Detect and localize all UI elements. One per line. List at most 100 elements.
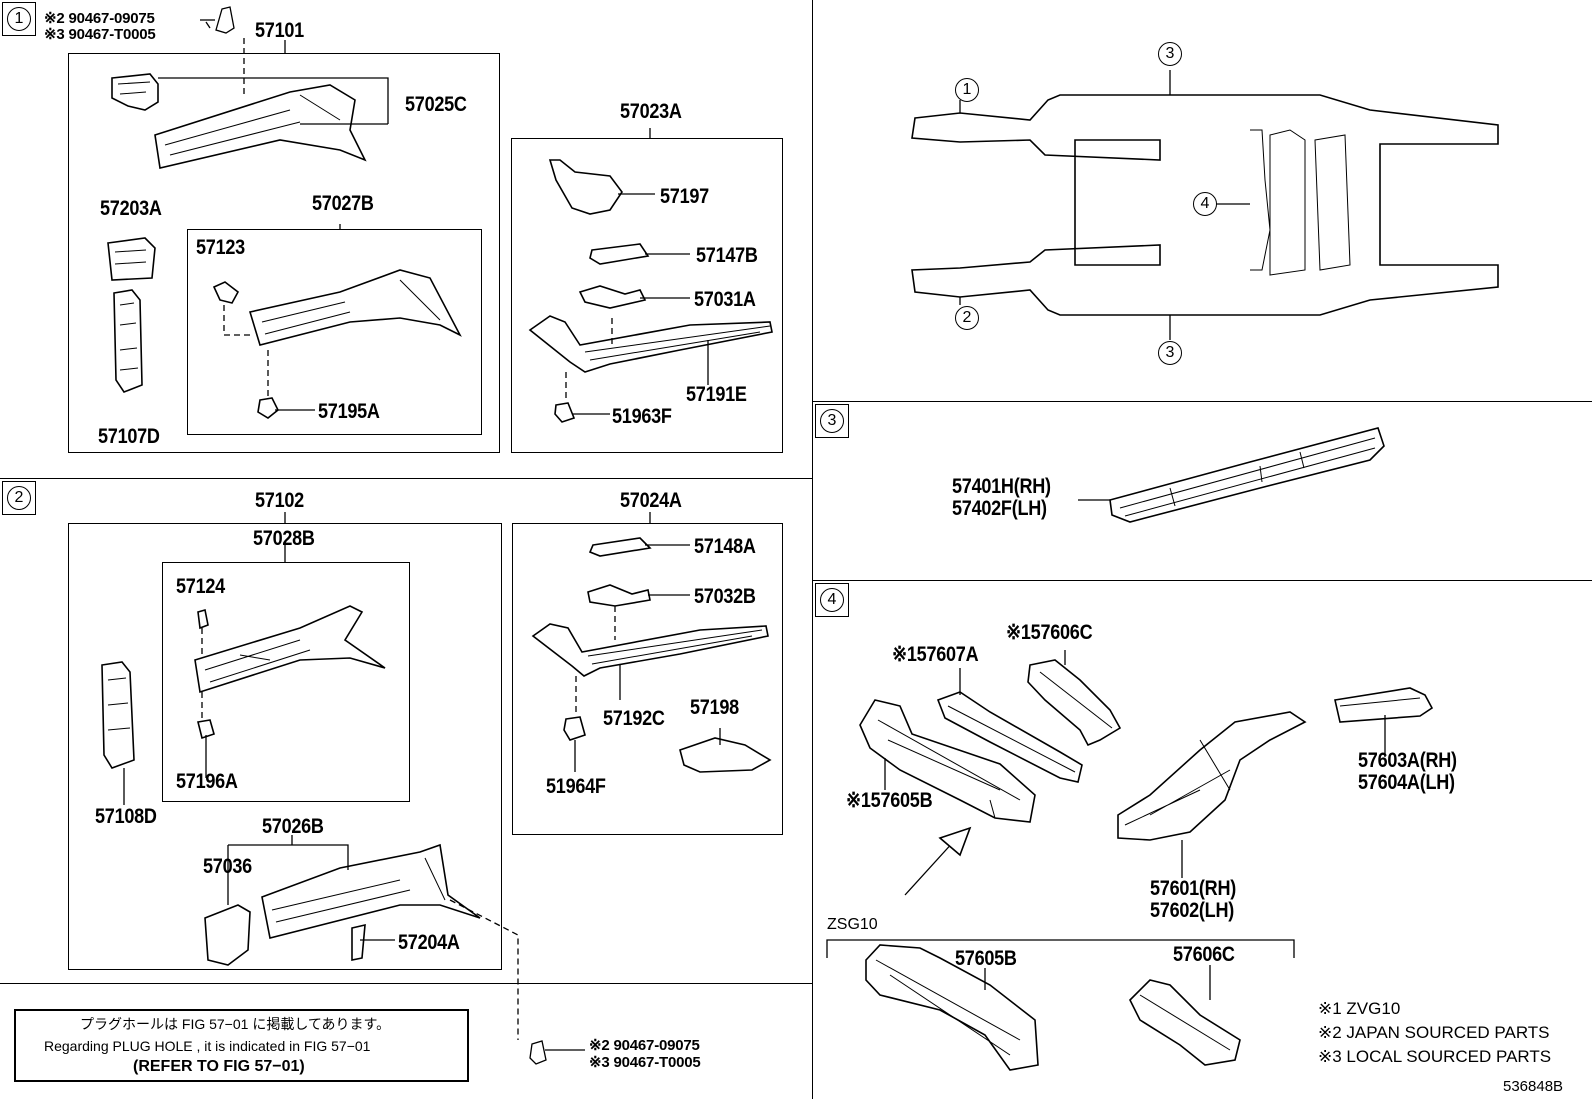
part-label-57024A[interactable]: 57024A — [620, 489, 682, 512]
part-57123 — [212, 281, 240, 304]
overview-callout-2: 2 — [955, 306, 979, 330]
dash-connector — [449, 899, 519, 1040]
part-label-51964F[interactable]: 51964F — [546, 775, 606, 798]
direction-arrow-shaft — [904, 839, 956, 896]
part-57607A — [936, 691, 1083, 783]
part-label-57195A[interactable]: 57195A — [318, 400, 380, 423]
footnote-zvg10: ※1 ZVG10 — [1318, 999, 1401, 1018]
part-label-57023A[interactable]: 57023A — [620, 100, 682, 123]
part-57195A — [257, 397, 280, 419]
part-57124 — [197, 608, 209, 630]
section-marker-3: 3 — [815, 404, 849, 438]
part-57032B — [587, 584, 651, 607]
part-57601-member — [1117, 711, 1307, 841]
leader-57025C — [158, 77, 389, 125]
figure-id: 536848B — [1503, 1078, 1564, 1095]
part-label-57027B[interactable]: 57027B — [312, 192, 374, 215]
assembly-frame-57101 — [68, 53, 500, 453]
part-57191E — [528, 315, 773, 373]
part-label-51963F[interactable]: 51963F — [612, 405, 672, 428]
dash-connector — [223, 305, 250, 336]
part-label-57204A[interactable]: 57204A — [398, 931, 460, 954]
part-label-57147B[interactable]: 57147B — [696, 244, 758, 267]
part-label-57606C-top[interactable]: ※157606C — [1006, 621, 1093, 644]
section-number: 2 — [7, 486, 31, 510]
fastener-label-bottom-local: ※3 90467-T0005 — [589, 1054, 701, 1071]
part-label-57108D[interactable]: 57108D — [95, 805, 157, 828]
part-label-57032B[interactable]: 57032B — [694, 585, 756, 608]
part-label-57028B[interactable]: 57028B — [253, 527, 315, 550]
part-51963F — [554, 402, 576, 423]
part-57197 — [548, 159, 623, 215]
divider-left-2 — [0, 983, 812, 984]
part-label-57197[interactable]: 57197 — [660, 185, 709, 208]
part-label-57604A[interactable]: 57604A(LH) — [1358, 771, 1455, 794]
divider-right-1 — [812, 401, 1592, 402]
part-57025C-upper-bracket — [111, 73, 159, 111]
divider-vertical — [812, 0, 813, 1099]
part-57204A — [351, 923, 366, 961]
divider-left-1 — [0, 478, 812, 479]
part-57026B-member — [261, 843, 481, 939]
part-57107D — [113, 289, 143, 393]
part-57605B-top — [859, 699, 1036, 823]
part-57027B-member — [248, 269, 462, 346]
section-marker-2: 2 — [2, 481, 36, 515]
assembly-frame-57023A — [511, 138, 783, 453]
part-57401H-rocker — [1109, 427, 1385, 523]
fastener-label-top-local: ※3 90467-T0005 — [44, 26, 156, 43]
part-label-57036[interactable]: 57036 — [203, 855, 252, 878]
assembly-frame-57102 — [68, 523, 502, 970]
part-57203A — [107, 237, 156, 281]
part-label-57191E[interactable]: 57191E — [686, 383, 747, 406]
part-label-57026B[interactable]: 57026B — [262, 815, 324, 838]
part-label-57102[interactable]: 57102 — [255, 489, 304, 512]
part-57148A — [588, 537, 652, 557]
divider-right-2 — [812, 580, 1592, 581]
section-marker-1: 1 — [2, 2, 36, 36]
overview-callout-3-bottom: 3 — [1158, 341, 1182, 365]
part-label-57148A[interactable]: 57148A — [694, 535, 756, 558]
part-label-57605B[interactable]: 57605B — [955, 947, 1017, 970]
assembly-frame-57028B — [162, 562, 410, 802]
part-label-57025C[interactable]: 57025C — [405, 93, 467, 116]
plug-hole-note-box — [14, 1009, 469, 1082]
part-57196A — [197, 719, 215, 740]
section-number: 1 — [7, 7, 31, 31]
section-marker-4: 4 — [815, 583, 849, 617]
part-label-57402F[interactable]: 57402F(LH) — [952, 497, 1047, 520]
part-57605B-bottom — [865, 944, 1039, 1071]
part-label-57605B-top[interactable]: ※157605B — [846, 789, 933, 812]
part-label-57196A[interactable]: 57196A — [176, 770, 238, 793]
part-label-57107D[interactable]: 57107D — [98, 425, 160, 448]
part-label-57192C[interactable]: 57192C — [603, 707, 665, 730]
part-label-57198[interactable]: 57198 — [690, 696, 739, 719]
part-label-57123[interactable]: 57123 — [196, 236, 245, 259]
part-label-57607A[interactable]: ※157607A — [892, 643, 979, 666]
part-label-57602[interactable]: 57602(LH) — [1150, 899, 1235, 922]
part-label-57601[interactable]: 57601(RH) — [1150, 877, 1237, 900]
part-57036 — [204, 904, 251, 966]
part-57108D — [101, 661, 135, 769]
part-57603A-bracket — [1334, 687, 1434, 723]
part-label-57401H[interactable]: 57401H(RH) — [952, 475, 1051, 498]
section-number: 4 — [820, 588, 844, 612]
section-number: 3 — [820, 409, 844, 433]
part-label-57101[interactable]: 57101 — [255, 19, 304, 42]
plug-hole-note-japanese: プラグホールは FIG 57−01 に掲載してあります。 — [80, 1016, 391, 1032]
part-label-57124[interactable]: 57124 — [176, 575, 225, 598]
part-label-57031A[interactable]: 57031A — [694, 288, 756, 311]
part-label-57603A[interactable]: 57603A(RH) — [1358, 749, 1457, 772]
plug-hole-note-reference[interactable]: (REFER TO FIG 57−01) — [133, 1058, 305, 1075]
variant-label: ZSG10 — [827, 916, 878, 933]
part-57147B — [589, 243, 650, 265]
part-57198 — [679, 737, 772, 773]
part-label-57203A[interactable]: 57203A — [100, 197, 162, 220]
part-51964F — [563, 716, 586, 741]
part-57606C-bottom — [1129, 979, 1241, 1066]
overview-callout-3-top: 3 — [1158, 42, 1182, 66]
part-label-57606C[interactable]: 57606C — [1173, 943, 1235, 966]
fastener-icon-bottom — [529, 1040, 547, 1065]
part-57192C — [531, 623, 769, 677]
